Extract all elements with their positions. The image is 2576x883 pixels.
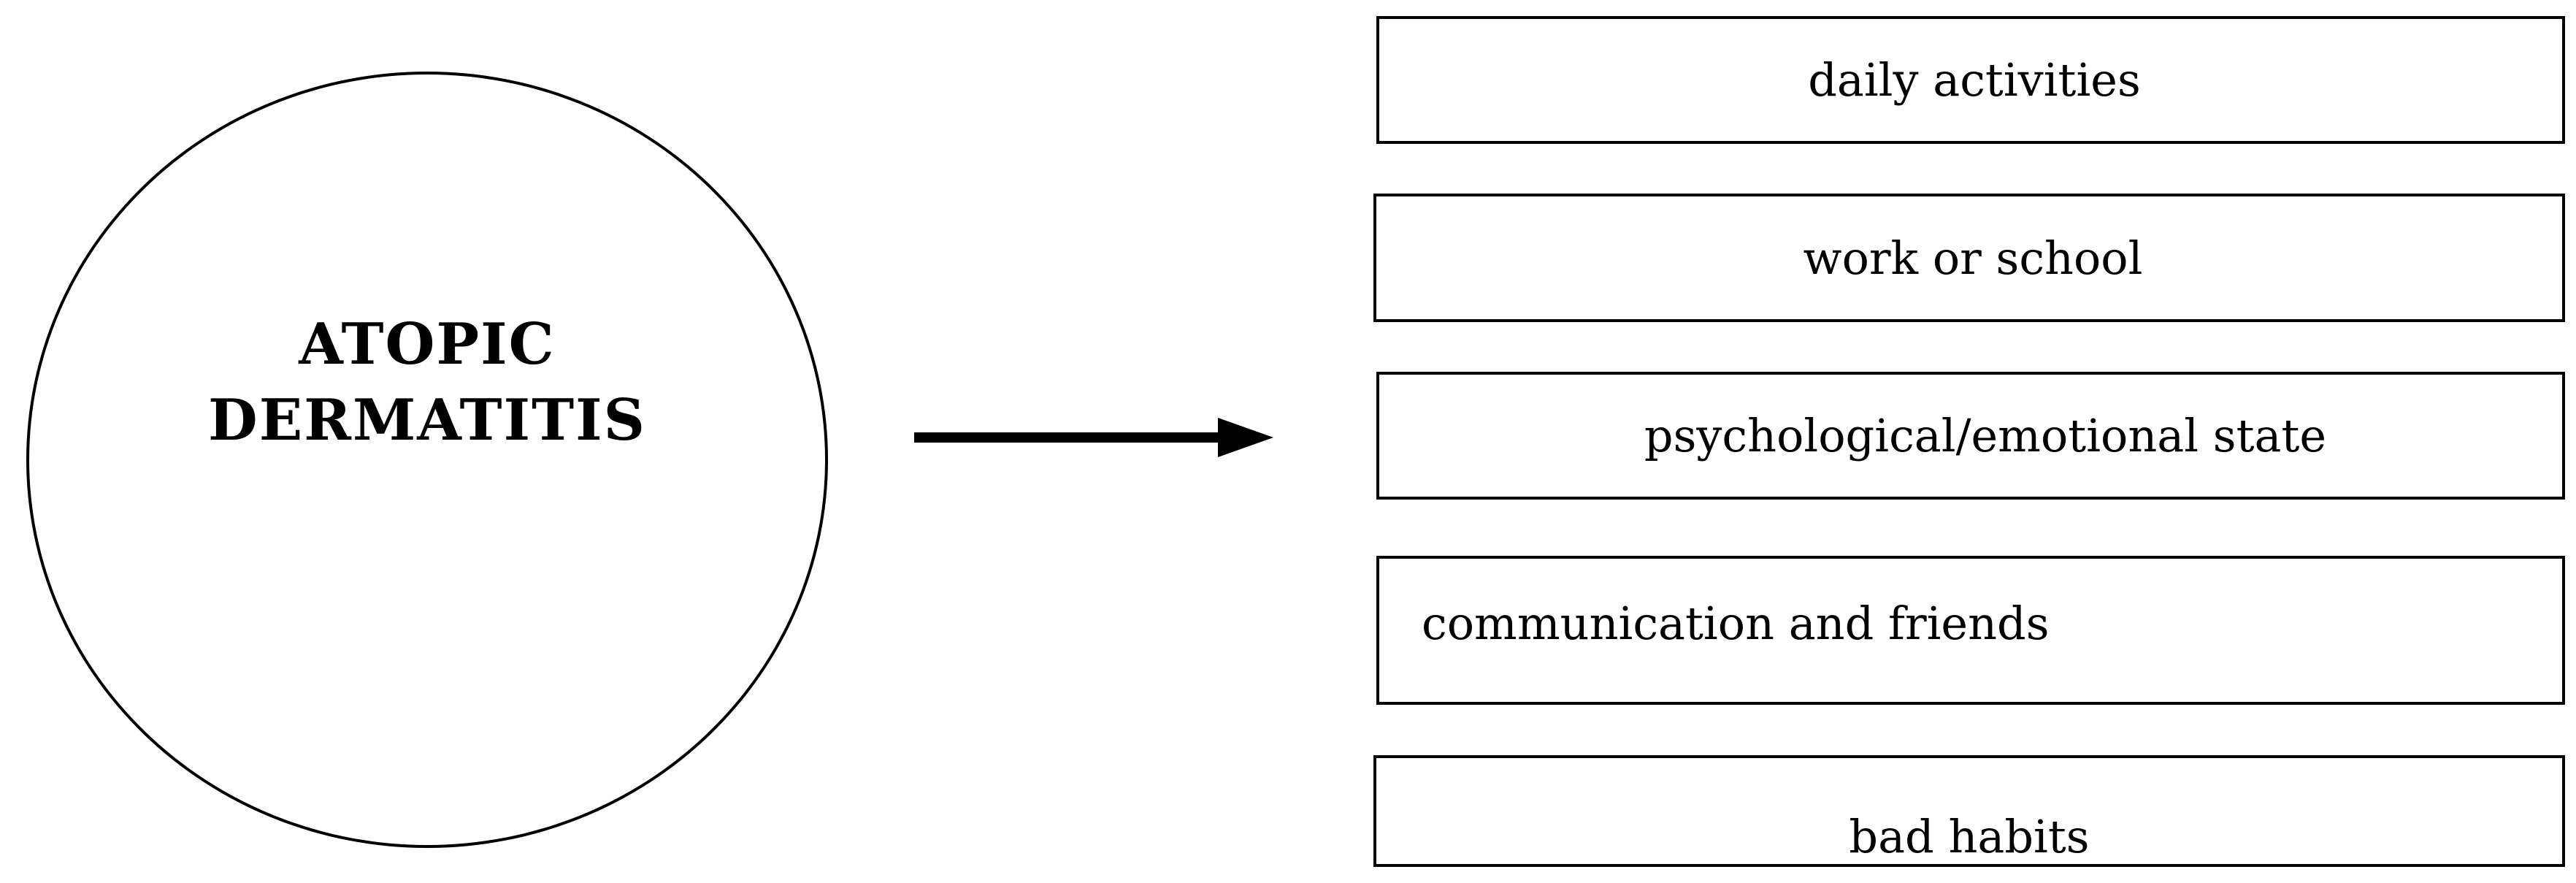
- right-arrow-icon: [914, 418, 1273, 457]
- atopic-dermatitis-circle: [26, 72, 828, 848]
- box-bad-habits: bad habits: [1373, 755, 2565, 867]
- box-label: bad habits: [1849, 810, 2090, 863]
- box-label: daily activities: [1808, 53, 2141, 107]
- box-daily-activities: daily activities: [1376, 16, 2565, 144]
- box-label: work or school: [1803, 231, 2143, 285]
- box-label: communication and friends: [1422, 596, 2050, 650]
- circle-label: ATOPIC DERMATITIS: [88, 307, 767, 459]
- box-label: psychological/emotional state: [1644, 409, 2327, 462]
- box-psychological-emotional-state: psychological/emotional state: [1376, 372, 2565, 500]
- box-work-or-school: work or school: [1373, 194, 2565, 322]
- box-communication-and-friends: communication and friends: [1376, 556, 2565, 705]
- circle-label-line-2: DERMATITIS: [208, 387, 646, 454]
- circle-label-line-1: ATOPIC: [299, 311, 556, 378]
